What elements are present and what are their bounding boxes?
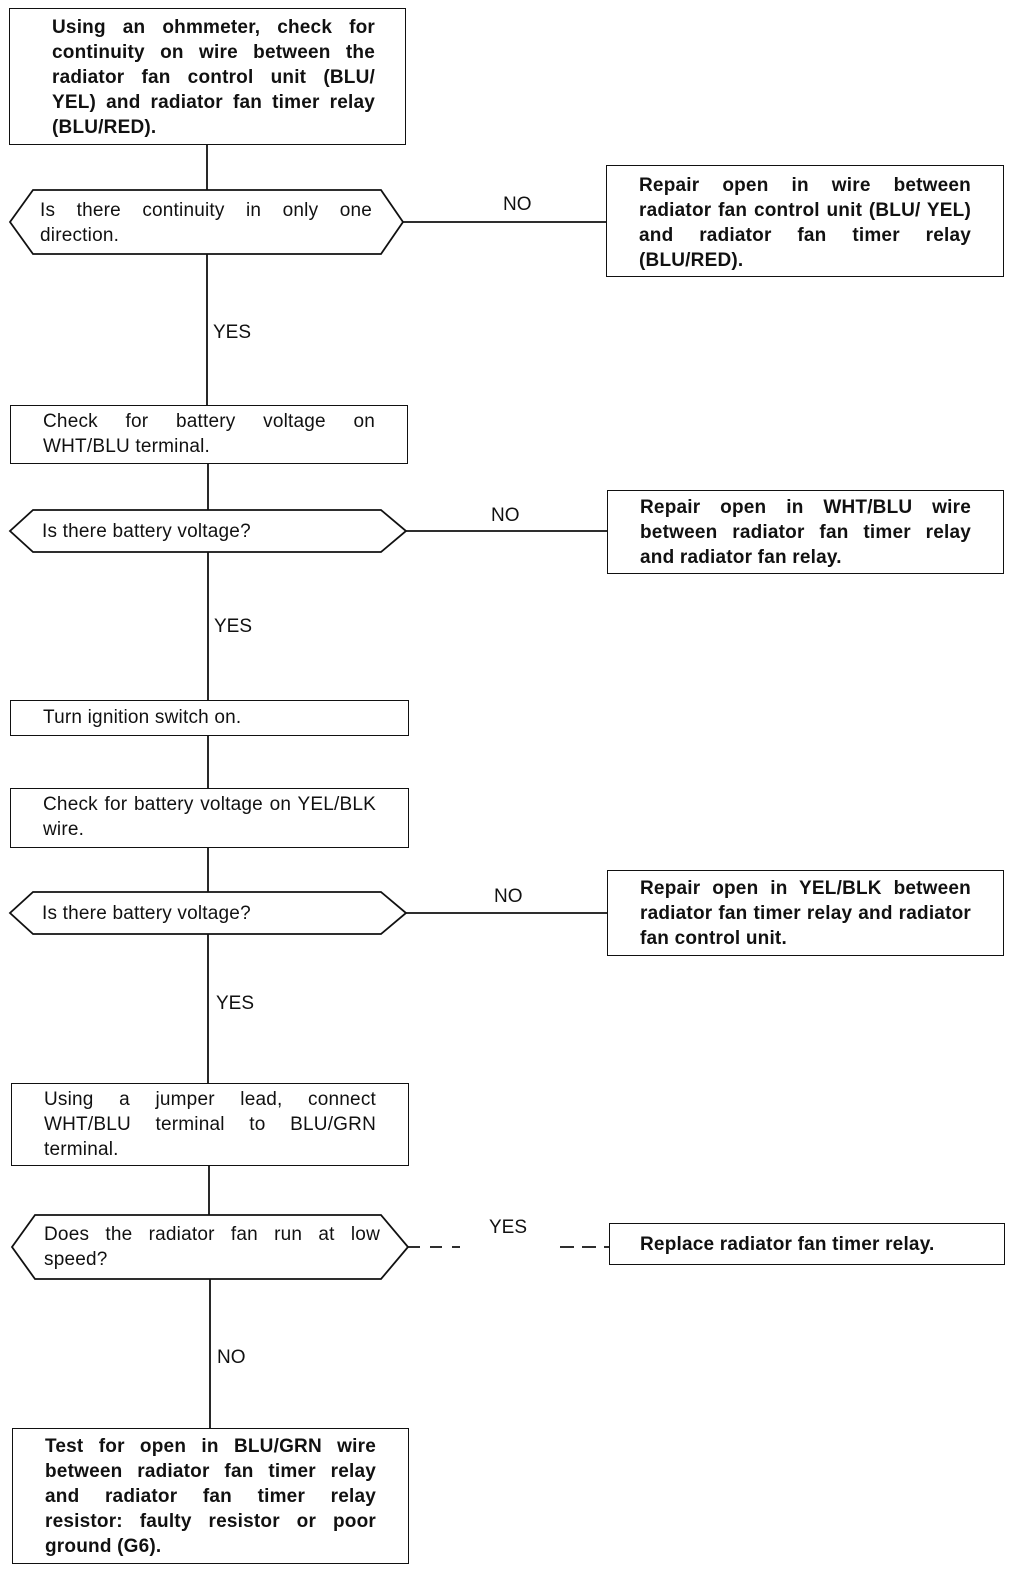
decision-shape-fan-low-speed [10,1214,410,1280]
step-check-wht-blu-voltage-text: Check for battery voltage on WHT/BLU ter… [43,411,375,457]
step-jumper-lead-text: Using a jumper lead, connect WHT/BLU ter… [44,1089,376,1160]
decision-battery-voltage-1-text: Is there battery voltage? [42,521,251,542]
decision-shape-battery-voltage-1 [8,509,408,553]
step-test-open-blu-grn: Test for open in BLU/GRN wire between ra… [12,1428,409,1564]
decision-battery-voltage-2-text: Is there battery voltage? [42,903,251,924]
result-repair-open-yel-blk-text: Repair open in YEL/BLK between radiator … [640,878,971,949]
step-check-continuity: Using an ohmmeter, check for continuity … [9,8,406,145]
label-d3-no: NO [494,886,523,907]
step-test-open-blu-grn-text: Test for open in BLU/GRN wire between ra… [45,1436,376,1557]
decision-shape-battery-voltage-2 [8,891,408,935]
label-d4-yes: YES [489,1217,528,1238]
label-d2-yes: YES [214,616,253,637]
result-repair-open-wht-blu-text: Repair open in WHT/BLU wire between radi… [640,497,971,568]
step-check-yel-blk-voltage: Check for battery voltage on YEL/BLK wir… [10,788,409,848]
result-replace-timer-relay: Replace radiator fan timer relay. [609,1223,1005,1265]
label-d1-yes: YES [213,322,252,343]
decision-fan-low-speed-text: Does the radiator fan run at low speed? [44,1224,380,1270]
step-turn-ignition-on-text: Turn ignition switch on. [43,707,242,728]
decision-continuity-text: Is there continuity in only one directio… [40,200,372,246]
decision-shape-continuity [8,189,405,255]
result-replace-timer-relay-text: Replace radiator fan timer relay. [640,1234,935,1255]
step-turn-ignition-on: Turn ignition switch on. [10,700,409,736]
label-d3-yes: YES [216,993,255,1014]
label-d4-no: NO [217,1347,246,1368]
result-repair-open-wht-blu: Repair open in WHT/BLU wire between radi… [607,490,1004,574]
step-check-wht-blu-voltage: Check for battery voltage on WHT/BLU ter… [10,405,408,464]
label-d1-no: NO [503,194,532,215]
step-jumper-lead: Using a jumper lead, connect WHT/BLU ter… [11,1083,409,1166]
result-repair-open-blu-yel-text: Repair open in wire between radiator fan… [639,175,971,271]
step-check-continuity-text: Using an ohmmeter, check for continuity … [52,17,375,138]
result-repair-open-yel-blk: Repair open in YEL/BLK between radiator … [607,870,1004,956]
step-check-yel-blk-voltage-text: Check for battery voltage on YEL/BLK wir… [43,794,376,840]
result-repair-open-blu-yel: Repair open in wire between radiator fan… [606,165,1004,277]
label-d2-no: NO [491,505,520,526]
